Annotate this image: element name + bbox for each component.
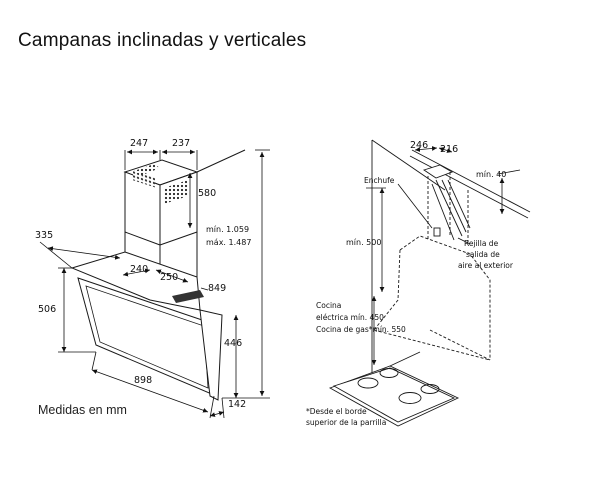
label-enchufe: Enchufe bbox=[364, 176, 395, 185]
dim-246: 246 bbox=[410, 140, 428, 151]
dim-580: 580 bbox=[198, 188, 216, 199]
label-cocina-3: Cocina de gas*mín. 550 bbox=[316, 325, 406, 334]
dim-min-40: mín. 40 bbox=[476, 170, 506, 179]
dim-335: 335 bbox=[35, 230, 53, 241]
dim-237: 237 bbox=[172, 138, 190, 149]
dim-849: 849 bbox=[208, 283, 226, 294]
label-cocina-1: Cocina bbox=[316, 301, 341, 310]
hood-isometric-drawing bbox=[70, 149, 246, 401]
left-dimension-lines bbox=[39, 149, 270, 419]
dim-250: 250 bbox=[160, 272, 178, 283]
dim-446: 446 bbox=[224, 338, 242, 349]
dim-min-height: mín. 1.059 bbox=[206, 225, 249, 234]
page-title: Campanas inclinadas y verticales bbox=[18, 30, 307, 51]
footnote-line-2: superior de la parrilla bbox=[306, 418, 386, 427]
label-cocina-2: eléctrica mín. 450 bbox=[316, 313, 384, 322]
dim-247: 247 bbox=[130, 138, 148, 149]
dim-240: 240 bbox=[130, 264, 148, 275]
dim-max-height: máx. 1.487 bbox=[206, 238, 251, 247]
dim-216: 216 bbox=[440, 144, 458, 155]
label-rejilla-1: Rejilla de bbox=[464, 239, 499, 248]
dim-min-500: mín. 500 bbox=[346, 238, 381, 247]
dim-898: 898 bbox=[134, 375, 152, 386]
dim-506: 506 bbox=[38, 304, 56, 315]
label-rejilla-3: aire al exterior bbox=[458, 261, 514, 270]
label-rejilla-2: salida de bbox=[466, 250, 500, 259]
right-dimension-lines bbox=[366, 146, 521, 365]
dim-142: 142 bbox=[228, 399, 246, 410]
units-caption: Medidas en mm bbox=[38, 403, 127, 417]
installation-drawing bbox=[328, 139, 531, 427]
footnote-line-1: *Desde el borde bbox=[306, 407, 367, 416]
